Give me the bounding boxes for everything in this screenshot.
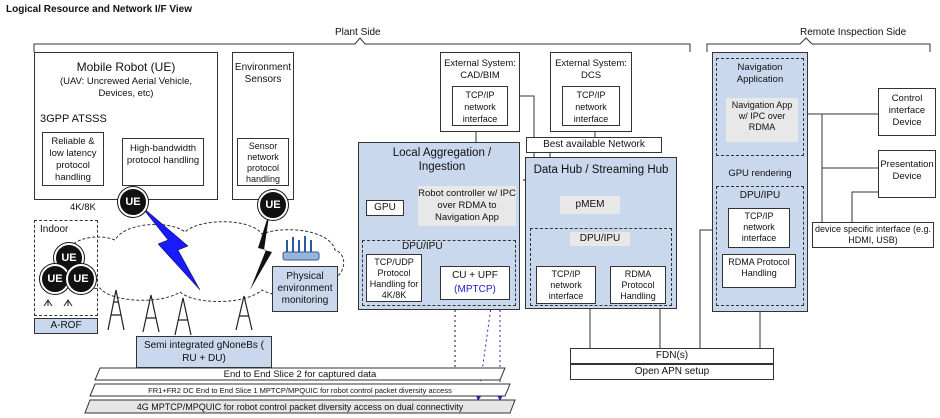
remote-side-label: Remote Inspection Side	[800, 27, 907, 38]
lightning-bolt-2	[250, 210, 272, 290]
antenna-towers	[107, 289, 253, 336]
lightning-bolt-1	[139, 204, 201, 291]
nav-app-box: Navigation App w/ IPC over RDMA	[726, 98, 798, 142]
local-title: Local Aggregation / Ingestion	[392, 147, 492, 173]
open-apn-box: Open APN setup	[570, 364, 774, 380]
cuupf-box	[440, 266, 510, 300]
slice2-bar	[94, 367, 506, 381]
presentation-device-box: Presentation Device	[878, 150, 936, 198]
ext-dcs-title: External System: DCS	[555, 58, 627, 81]
nav-rdma-box: RDMA Protocol Handling	[722, 254, 796, 288]
slice1-bar	[89, 383, 511, 397]
pmem-box: pMEM	[560, 196, 620, 214]
ext-cad-tcp-box: TCP/IP network interface	[452, 86, 508, 126]
hub-dpu-label: DPU/IPU	[570, 232, 630, 246]
router-icon	[282, 234, 322, 262]
page-title: Logical Resource and Network I/F View	[6, 4, 192, 15]
gnb-box: Semi integrated gNoneBs ( RU + DU)	[136, 336, 272, 368]
gpu-box: GPU	[366, 200, 404, 216]
robot-controller-box: Robot controller w/ IPC over RDMA to Nav…	[418, 186, 516, 226]
local-dpu-label: DPU/IPU	[402, 241, 443, 252]
ue-icon-indoor-3: UE	[66, 264, 96, 294]
ext-cad-title: External System: CAD/BIM	[444, 58, 516, 81]
indoor-label: Indoor	[40, 224, 69, 235]
tcpudp-box: TCP/UDP Protocol Handling for 4K/8K	[366, 254, 422, 302]
gpu-rendering-label: GPU rendering	[728, 168, 792, 179]
ue-icon-robot: UE	[118, 187, 148, 217]
atsss-label: 3GPP ATSSS	[40, 113, 107, 125]
ue-icon-sensor: UE	[258, 190, 288, 220]
ue-icon-indoor-2: UE	[40, 264, 70, 294]
slice1-label: FR1+FR2 DC End to End Slice 1 MPTCP/MPQU…	[148, 386, 452, 395]
fdn-box: FDN(s)	[570, 348, 774, 364]
control-device-box: Control interface Device	[878, 88, 936, 136]
indoor-box	[34, 220, 98, 316]
cuupf-label: CU + UPF	[452, 270, 498, 281]
physical-monitoring-box: Physical environment monitoring	[272, 266, 338, 312]
nav-dpu-label: DPU/IPU	[739, 190, 781, 201]
best-network-box: Best available Network	[526, 137, 662, 153]
nav-app-dashed	[716, 58, 804, 156]
device-interface-box: device specific interface (e.g. HDMI, US…	[812, 222, 934, 248]
ext-dcs-tcp-box: TCP/IP network interface	[562, 86, 620, 126]
slice4g-label: 4G MPTCP/MPQUIC for robot control packet…	[136, 402, 464, 412]
cloud-shape	[64, 221, 345, 302]
arof-box: A-ROF	[34, 318, 98, 334]
robot-title: Mobile Robot (UE)	[76, 60, 176, 74]
plant-side-label: Plant Side	[335, 27, 381, 38]
hub-tcp-box: TCP/IP network interface	[536, 266, 596, 304]
plant-side-brace	[33, 37, 691, 52]
robot-subtitle: (UAV: Uncrewed Aerial Vehicle, Devices, …	[59, 76, 192, 99]
remote-side-brace	[706, 37, 931, 52]
nav-title: Navigation Application	[736, 62, 784, 85]
hub-rdma-box: RDMA Protocol Handling	[610, 266, 666, 304]
slice4g-bar	[84, 399, 516, 414]
nav-tcp-box: TCP/IP network interface	[728, 208, 790, 248]
env-title: Environment Sensors	[234, 62, 292, 85]
local-dpu-box	[362, 240, 516, 306]
hub-dpu-box	[530, 228, 672, 306]
mptcp-label: (MPTCP)	[454, 284, 496, 295]
sensor-protocol-box: Sensor network protocol handling	[237, 138, 289, 186]
highbw-protocol-box: High-bandwidth protocol handling	[122, 138, 204, 186]
hub-title: Data Hub / Streaming Hub	[533, 164, 669, 176]
nav-dpu-box	[716, 186, 804, 306]
resolution-label: 4K/8K	[70, 202, 96, 213]
reliable-protocol-box: Reliable & low latency protocol handling	[42, 132, 104, 186]
slice2-label: End to End Slice 2 for captured data	[223, 369, 377, 380]
